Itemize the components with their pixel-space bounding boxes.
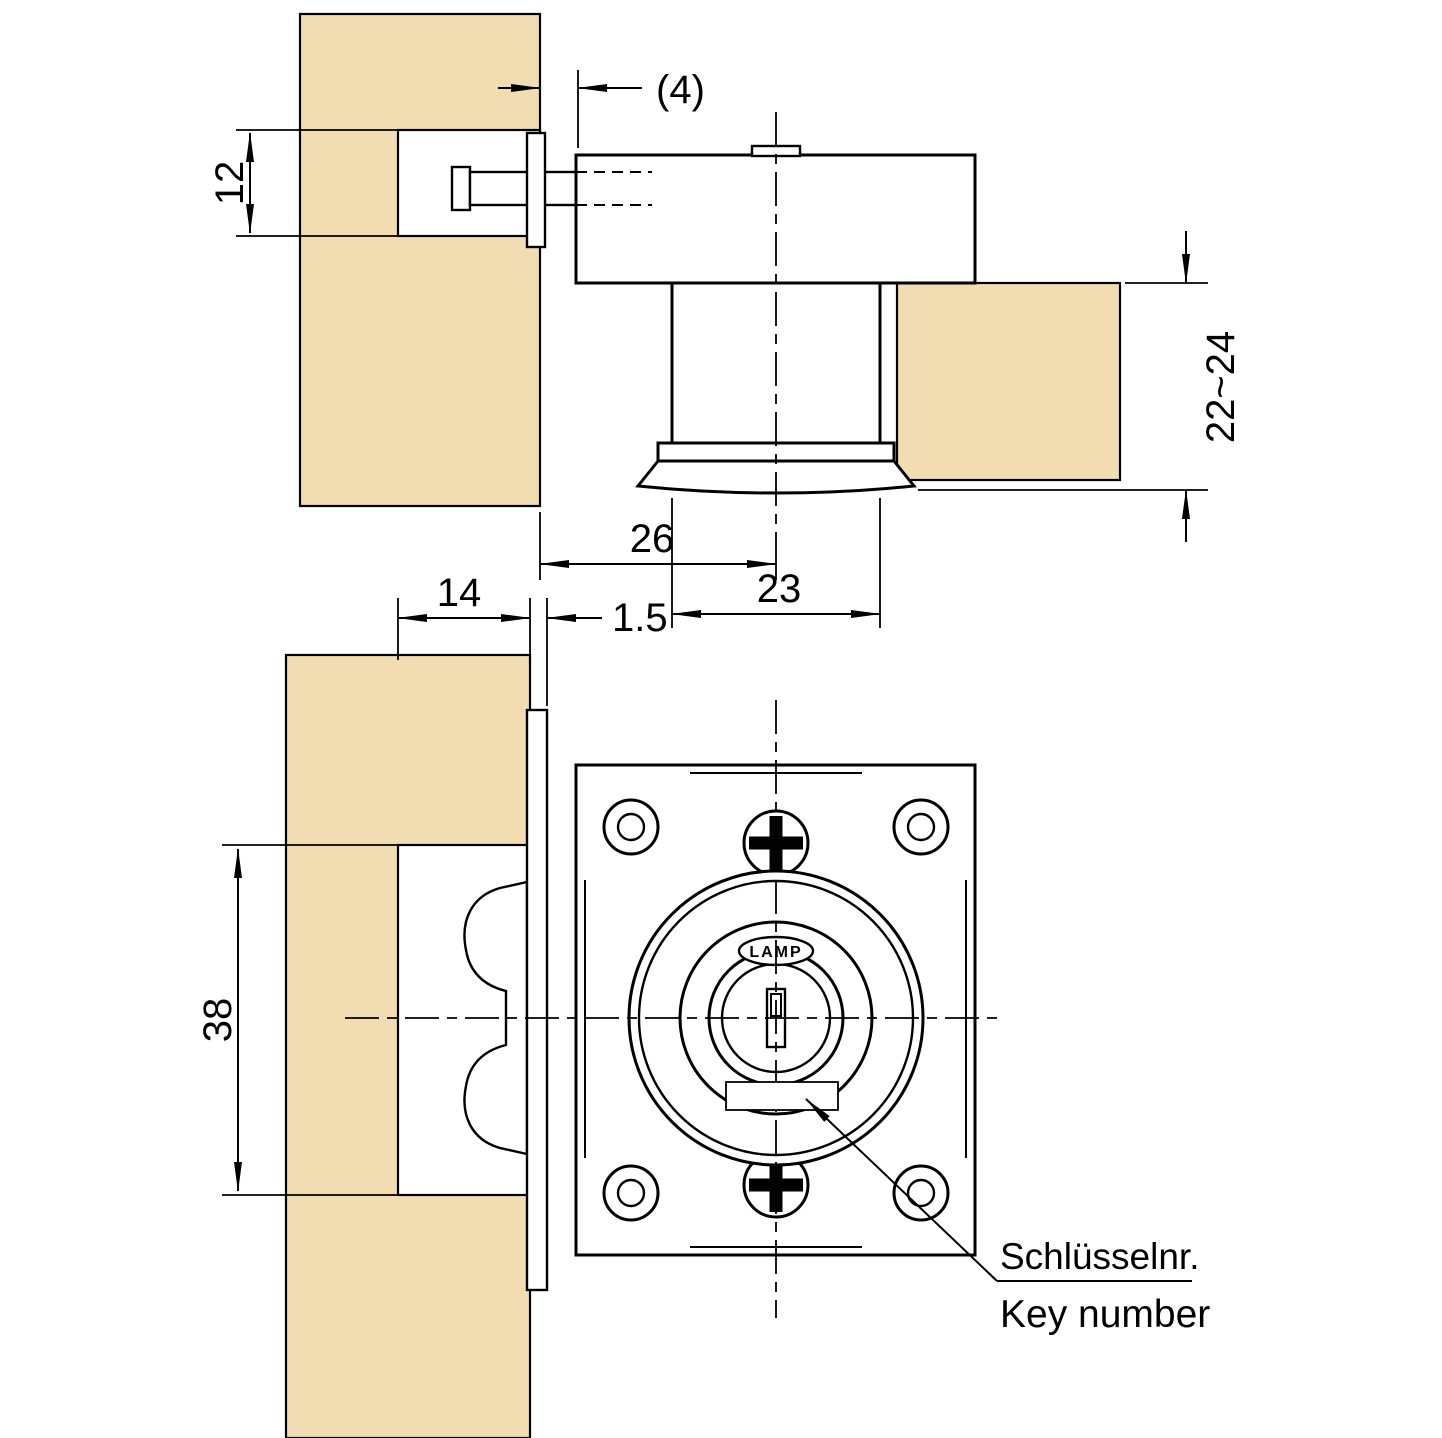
dim-label-plate-thickness: 1.5 xyxy=(612,596,668,640)
key-number-label-en: Key number xyxy=(1000,1293,1210,1336)
dim-label-cylinder-diameter: 23 xyxy=(757,567,802,611)
key-number-plate xyxy=(725,1081,839,1111)
key-number-label-de: Schlüsselnr. xyxy=(1000,1236,1200,1277)
dimension-notch-height: 12 xyxy=(208,129,398,237)
dim-label-backset: 14 xyxy=(437,571,482,615)
faceplate-front xyxy=(525,708,549,1292)
latch-claw xyxy=(463,880,529,1156)
dimension-plate-thickness: 1.5 xyxy=(546,596,668,706)
dimension-cylinder-diameter: 23 xyxy=(671,498,881,628)
dimension-notch-length: 38 xyxy=(196,844,398,1196)
dim-label-panel-thickness: 22~24 xyxy=(1199,331,1243,443)
dimension-offset: (4) xyxy=(498,68,705,148)
wood-panel-horizontal xyxy=(895,281,1122,482)
latch-bolt-stem xyxy=(468,170,578,207)
dim-label-offset: (4) xyxy=(656,68,705,112)
dim-label-body-depth: 26 xyxy=(630,517,675,561)
key-number-annotation: Schlüsselnr. Key number xyxy=(805,1098,1210,1336)
brand-label: LAMP xyxy=(749,944,802,961)
dimension-body-depth: 26 xyxy=(539,512,777,580)
dim-label-notch-length: 38 xyxy=(196,998,240,1043)
dimension-panel-thickness: 22~24 xyxy=(918,231,1243,542)
latch-bolt-tip xyxy=(450,165,472,212)
dimension-backset: 14 xyxy=(397,571,531,706)
wood-panel-vertical xyxy=(298,12,542,508)
dim-label-notch-height: 12 xyxy=(208,161,252,206)
top-section-view: (4) 12 22~24 26 23 xyxy=(208,12,1243,628)
faceplate-section xyxy=(525,131,547,249)
mounting-holes xyxy=(602,798,950,1222)
front-view: LAMP 14 1.5 38 xyxy=(196,571,1210,1438)
